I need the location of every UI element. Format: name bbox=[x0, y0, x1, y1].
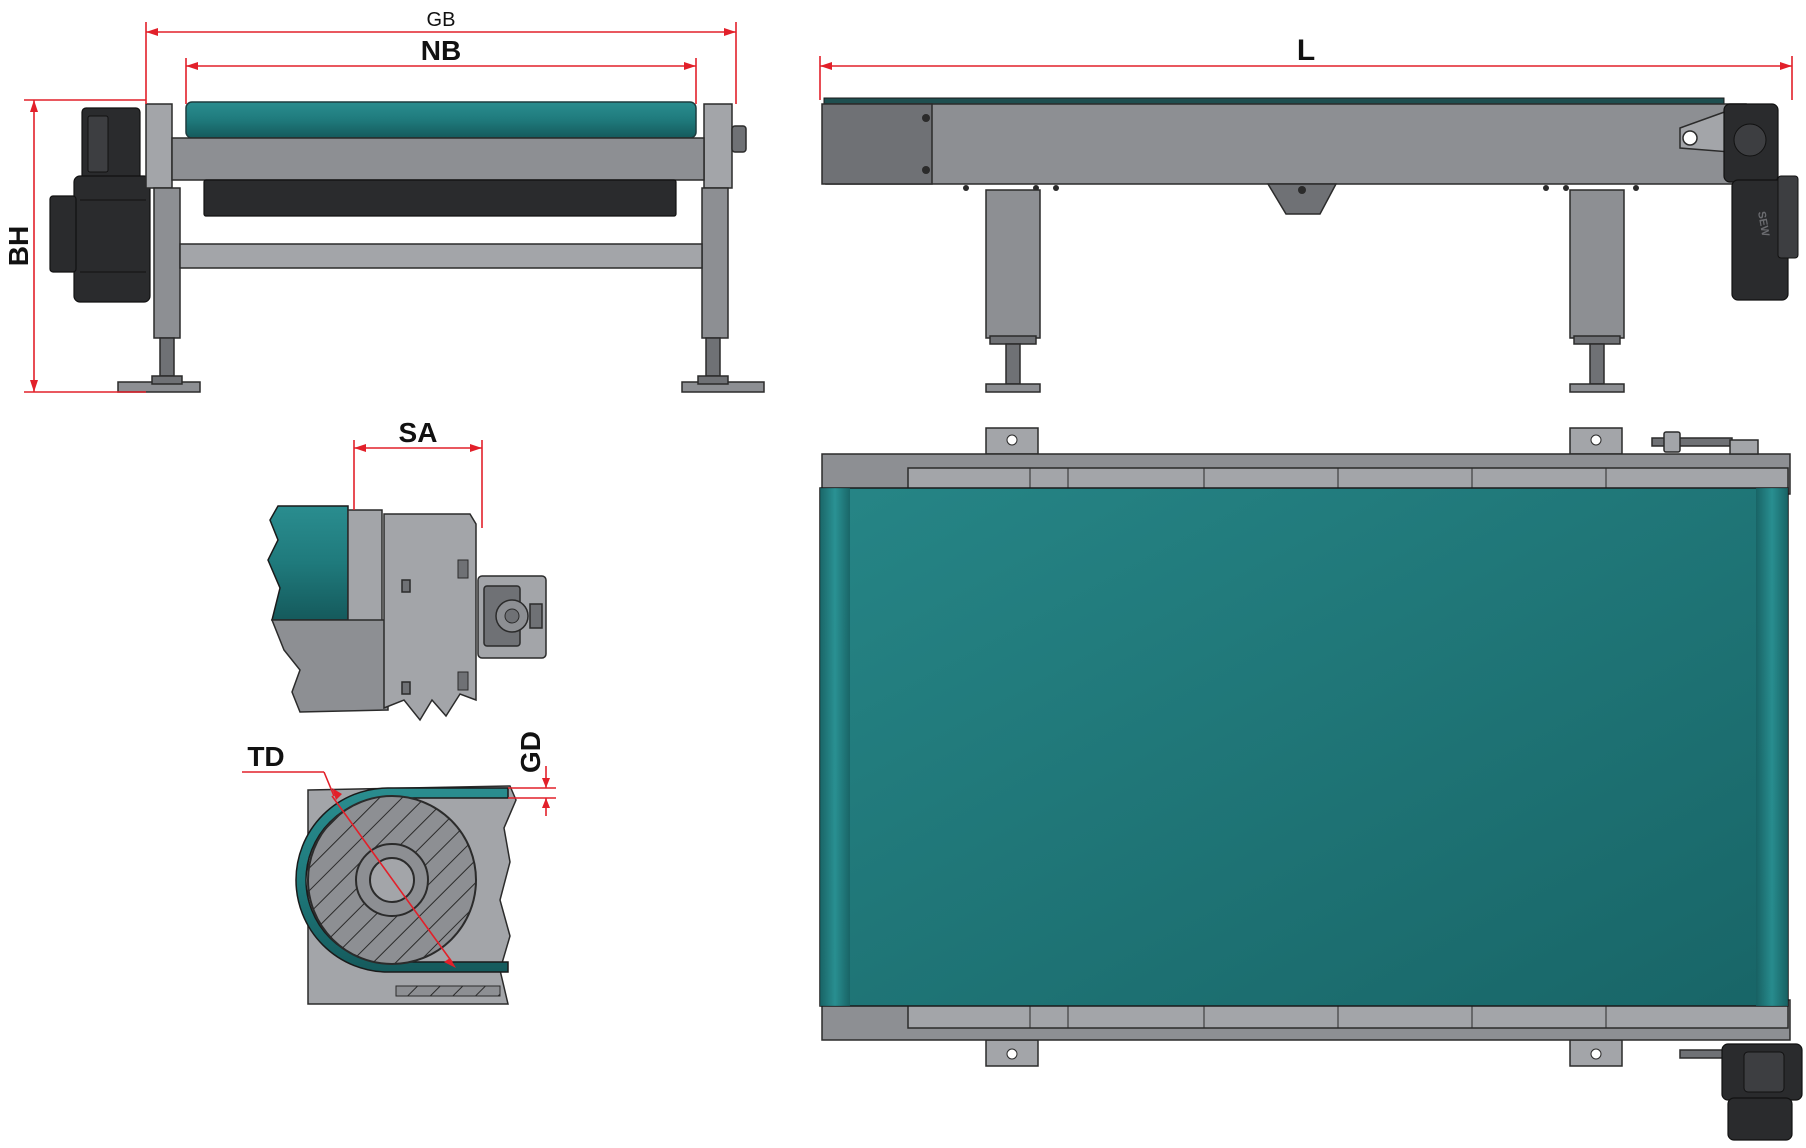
front-motor bbox=[49, 107, 151, 303]
dimension-td: TD bbox=[247, 741, 284, 772]
l-label: L bbox=[1297, 34, 1315, 67]
sa-label: SA bbox=[399, 417, 438, 448]
detail-td-gd bbox=[242, 771, 517, 1005]
side-view: SEW bbox=[821, 97, 1799, 393]
front-belt bbox=[185, 101, 697, 139]
td-label: TD bbox=[247, 741, 284, 772]
dimension-gd: GD bbox=[508, 731, 556, 816]
gd-label: GD bbox=[515, 731, 546, 773]
dimension-l: L bbox=[819, 34, 1793, 100]
plan-motor bbox=[1679, 1043, 1803, 1141]
motor-brand-label: SEW bbox=[1755, 210, 1771, 237]
dimension-bh: BH bbox=[3, 99, 146, 393]
dimension-gb: GB bbox=[145, 9, 737, 104]
front-view bbox=[49, 101, 765, 393]
dimension-sa: SA bbox=[353, 417, 483, 528]
plan-view bbox=[819, 427, 1803, 1141]
detail-sa bbox=[267, 505, 547, 722]
side-motor: SEW bbox=[1723, 103, 1799, 301]
nb-label: NB bbox=[421, 35, 461, 66]
dimension-nb: NB bbox=[185, 35, 697, 104]
plan-belt bbox=[819, 487, 1789, 1007]
gb-label: GB bbox=[427, 9, 456, 31]
bh-label: BH bbox=[3, 226, 34, 266]
